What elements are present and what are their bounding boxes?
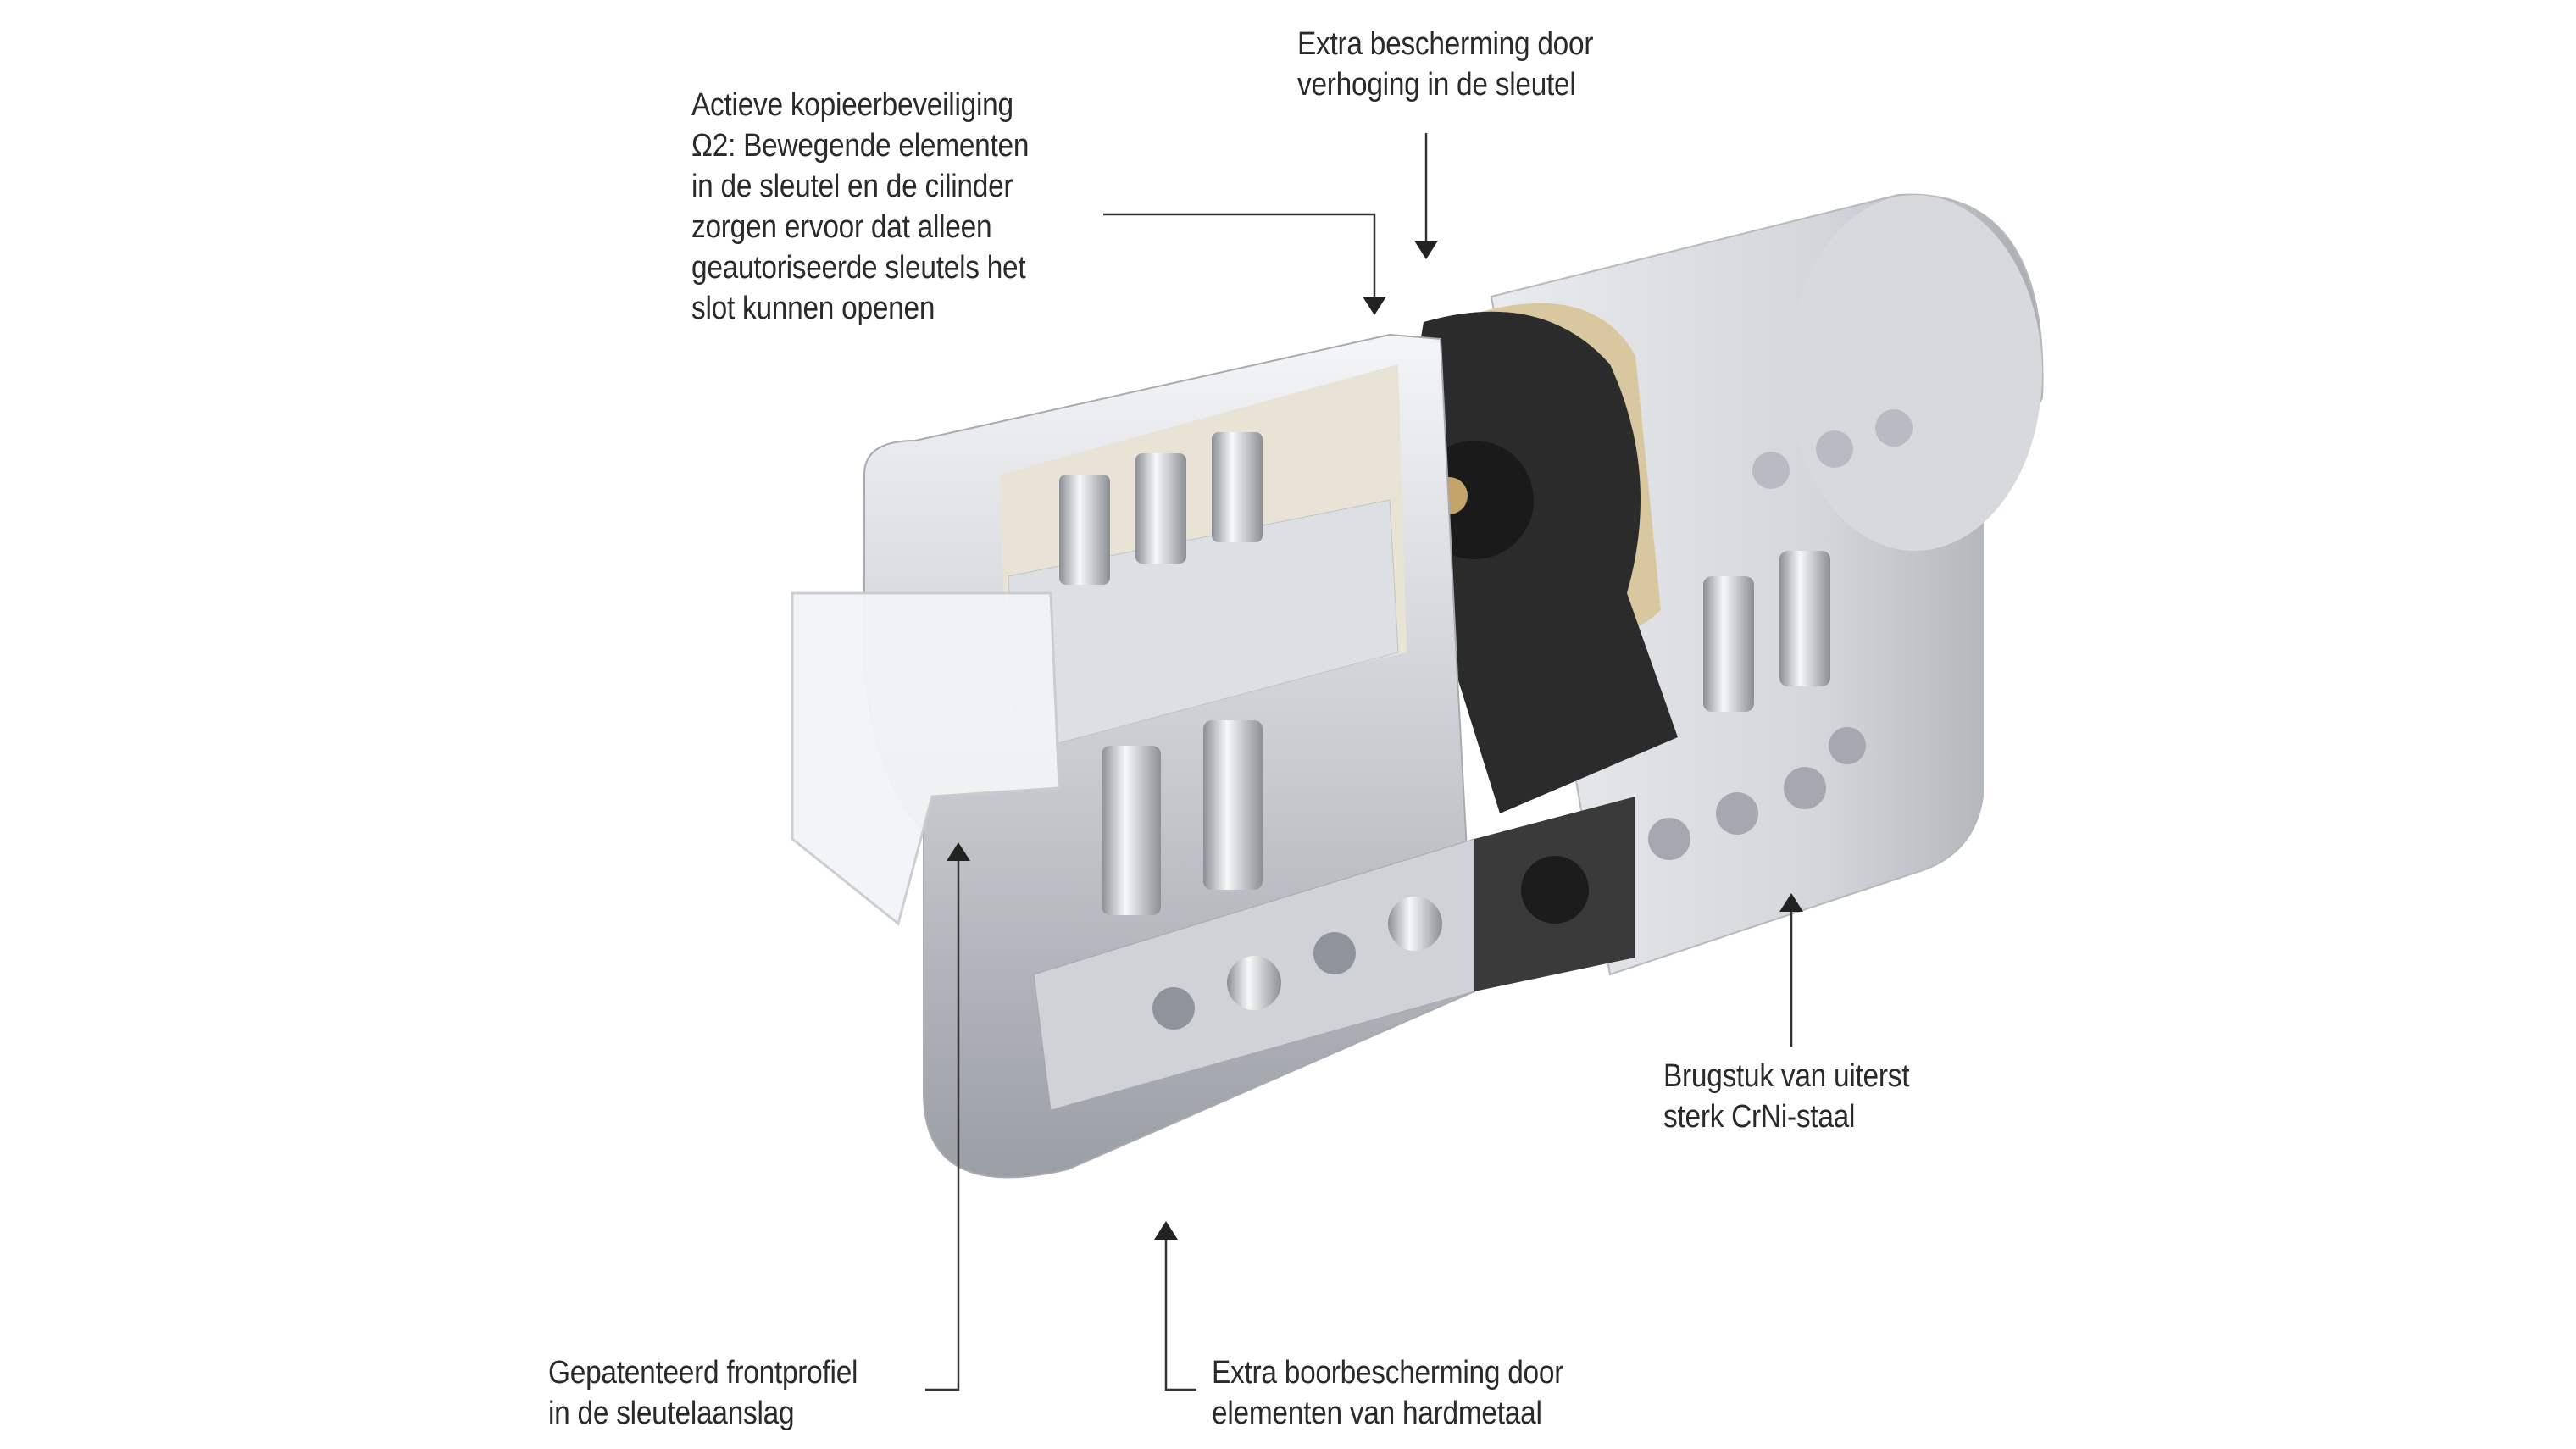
front-profile-leader [925,859,960,1391]
caption-line: sterk CrNi-staal [1663,1099,1856,1135]
caption-line: Brugstuk van uiterst [1663,1058,1910,1094]
caption-line: Extra bescherming door [1297,26,1594,62]
caption-line: slot kunnen openen [691,291,935,326]
caption-line: Gepatenteerd frontprofiel [548,1355,858,1391]
caption-line: verhoging in de sleutel [1297,67,1576,103]
caption-line: in de sleutelaanslag [548,1396,795,1431]
arrow-down-icon [1414,241,1438,259]
caption-line: in de sleutel en de cilinder [691,169,1013,204]
key [791,591,1061,926]
caption-line: Extra boorbescherming door [1212,1355,1564,1391]
arrow-up-icon [1779,893,1803,912]
caption-line: geautoriseerde sleutels het [691,250,1026,286]
drill-protection-caption: Extra boorbescherming door elementen van… [1212,1352,1563,1434]
bridge-caption: Brugstuk van uiterst sterk CrNi-staal [1663,1056,1910,1137]
copy-protection-caption: Actieve kopieerbeveiliging Ω2: Bewegende… [691,85,1029,329]
caption-line: zorgen ervoor dat alleen [691,209,992,245]
callout-lines [925,133,1793,1391]
front-profile-caption: Gepatenteerd frontprofiel in de sleutela… [548,1352,858,1434]
caption-line: Actieve kopieerbeveiliging [691,87,1013,123]
drill-protection-leader [1164,1238,1196,1391]
caption-line: elementen van hardmetaal [1212,1396,1542,1431]
key-elevation-caption: Extra bescherming door verhoging in de s… [1297,24,1593,105]
arrow-up-icon [1154,1221,1178,1240]
arrow-down-icon [1363,297,1386,315]
callout-arrows [947,241,1803,1240]
caption-line: Ω2: Bewegende elementen [691,128,1030,164]
cylinder-left-half-cutaway [863,333,1635,1179]
arrow-up-icon [947,842,970,861]
copy-protection-leader [1103,213,1376,298]
